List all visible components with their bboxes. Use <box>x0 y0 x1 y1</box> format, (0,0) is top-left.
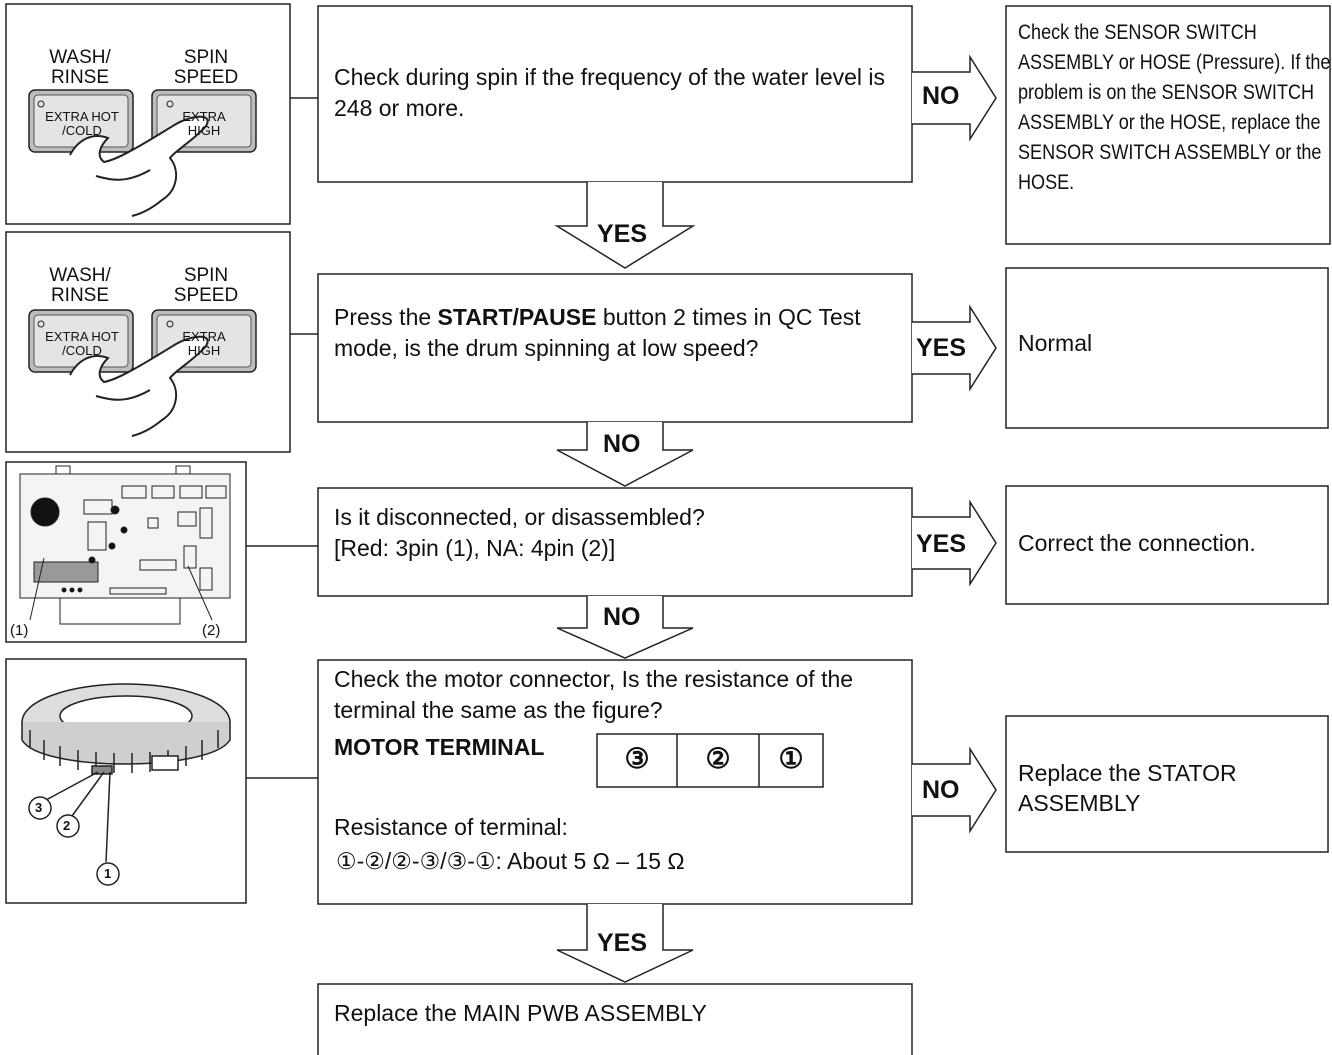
image-frame-pcb <box>5 461 247 643</box>
down-arrow-2 <box>556 422 694 487</box>
stator-label-1: 1 <box>104 866 112 881</box>
right-arrow-3 <box>912 499 997 587</box>
extra-hot-cold-button-label: EXTRA HOT /COLD <box>45 109 119 138</box>
motor-terminal-table <box>596 733 824 788</box>
result-box-3 <box>1005 485 1329 605</box>
resistance-label: Resistance of terminal: <box>334 814 568 840</box>
branch-label-right-4: NO <box>922 776 960 804</box>
control-panel-image-2 <box>28 309 257 437</box>
hand-pointer-icon <box>69 335 209 437</box>
extra-high-button-label: EXTRA HIGH <box>182 329 226 358</box>
stator-label-2: 2 <box>63 818 71 833</box>
result-box-2 <box>1005 267 1329 429</box>
terminal-2: ② <box>705 743 731 774</box>
resistance-value: ①-②/②-③/③-①: About 5 Ω – 15 Ω <box>336 848 685 874</box>
result-3-text: Correct the connection. <box>1018 530 1256 556</box>
step-box-5 <box>317 983 913 1055</box>
result-box-1 <box>1005 5 1331 245</box>
extra-hot-cold-button-label: EXTRA HOT /COLD <box>45 329 119 358</box>
right-arrow-2 <box>912 304 997 392</box>
right-arrow-4 <box>912 746 997 834</box>
stator-label-3: 3 <box>35 800 43 815</box>
terminal-3: ③ <box>624 743 650 774</box>
hand-pointer-icon <box>69 115 209 217</box>
motor-terminal-label: MOTOR TERMINAL <box>334 734 545 760</box>
image-frame-control-1 <box>5 3 291 225</box>
result-4-text: Replace the STATOR ASSEMBLY <box>1018 760 1237 816</box>
branch-label-right-3: YES <box>916 530 967 558</box>
result-2-text: Normal <box>1018 330 1093 356</box>
image-frame-stator <box>5 658 247 904</box>
down-arrow-4 <box>556 904 694 983</box>
result-box-4 <box>1005 715 1329 853</box>
pcb-label-1: (1) <box>10 622 29 639</box>
step-4-text: Check the motor connector, Is the resist… <box>334 666 854 723</box>
branch-label-down-3: NO <box>603 603 641 631</box>
pcb-board-icon <box>19 465 231 625</box>
spin-speed-label: SPIN SPEED <box>173 47 239 88</box>
branch-label-down-4: YES <box>597 929 648 957</box>
branch-label-down-2: NO <box>603 430 641 458</box>
wash-rinse-label: WASH/ RINSE <box>49 265 111 306</box>
control-panel-image-1 <box>28 89 257 217</box>
step-5-text: Replace the MAIN PWB ASSEMBLY <box>334 1000 707 1026</box>
stator-motor-icon <box>21 683 231 886</box>
step-3-text: Is it disconnected, or disassembled?[Red… <box>334 504 705 561</box>
branch-label-right-2: YES <box>916 334 967 362</box>
branch-label-right-1: NO <box>922 82 960 110</box>
down-arrow-1 <box>554 182 696 269</box>
image-frame-control-2 <box>5 231 291 453</box>
right-arrow-1 <box>912 54 997 142</box>
terminal-1: ① <box>778 743 804 774</box>
wash-rinse-label: WASH/ RINSE <box>49 47 111 88</box>
spin-speed-label: SPIN SPEED <box>173 265 239 306</box>
result-1-text: Check the SENSOR SWITCH ASSEMBLY or HOSE… <box>1018 21 1331 194</box>
step-2-text: Press the START/PAUSE button 2 times in … <box>334 304 861 361</box>
step-1-text: Check during spin if the frequency of th… <box>334 64 886 121</box>
extra-high-button-label: EXTRA HIGH <box>182 109 226 138</box>
down-arrow-3 <box>556 596 694 659</box>
branch-label-down-1: YES <box>597 220 648 248</box>
pcb-label-2: (2) <box>202 622 221 639</box>
